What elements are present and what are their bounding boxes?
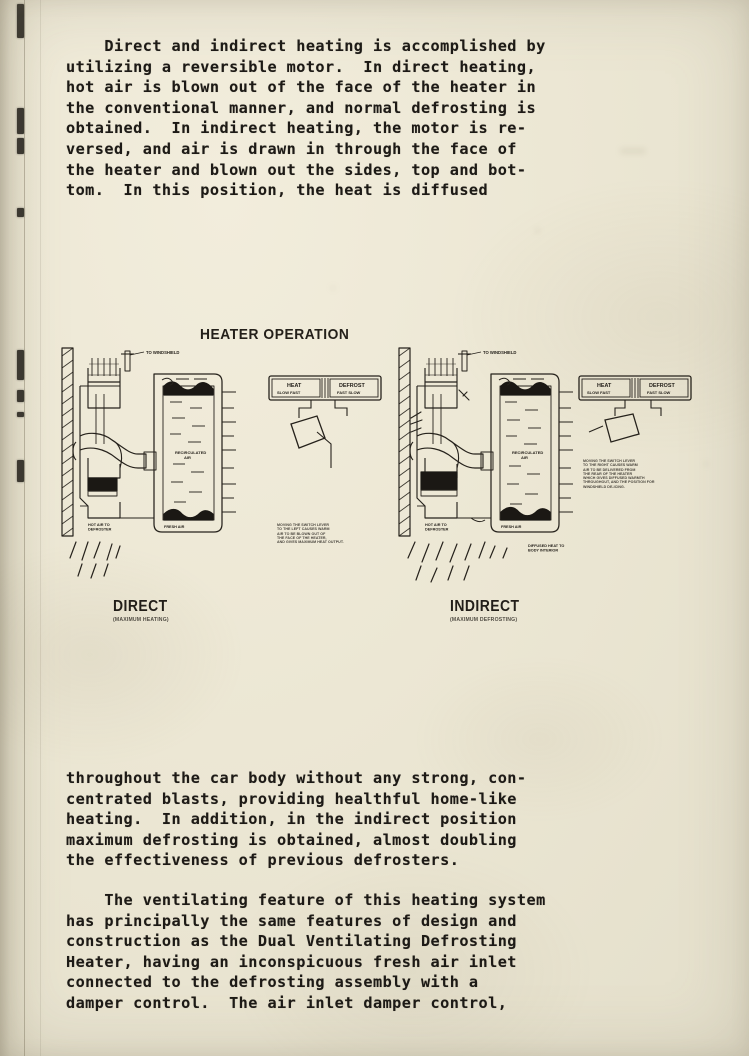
switch-label-defrost: DEFROST	[649, 383, 675, 389]
svg-text:FAST SLOW: FAST SLOW	[337, 390, 361, 395]
switch-note-direct: MOVING THE SWITCH LEVER TO THE LEFT CAUS…	[277, 523, 344, 545]
label-hot-air-to-defroster: HOT AIR TO	[88, 523, 110, 527]
switch-callout-direct: HEAT SLOW FAST DEFROST FAST SLOW	[268, 375, 382, 468]
binding-mark	[17, 4, 24, 38]
svg-text:SLOW FAST: SLOW FAST	[277, 390, 301, 395]
svg-text:DEFROSTER: DEFROSTER	[88, 528, 112, 532]
svg-text:AIR: AIR	[521, 455, 528, 460]
scan-speckle	[331, 286, 335, 290]
figure-title: HEATER OPERATION	[200, 326, 350, 343]
diagram-direct-heating: TO WINDSHIELD	[61, 347, 236, 579]
paragraph-bottom: The ventilating feature of this heating …	[66, 891, 546, 1012]
binding-edge-line-secondary	[40, 0, 41, 1056]
caption-indirect-title: INDIRECT	[450, 598, 520, 615]
label-recirculated-air: RECIRCULATED	[512, 450, 543, 455]
binding-edge-line	[24, 0, 25, 1056]
caption-indirect: INDIRECT (MAXIMUM DEFROSTING)	[450, 598, 527, 623]
binding-edge-shadow	[0, 0, 46, 1056]
caption-direct-title: DIRECT	[113, 598, 168, 615]
caption-direct-subtitle: (MAXIMUM HEATING)	[113, 617, 169, 623]
binding-mark	[17, 412, 24, 417]
binding-mark	[17, 390, 24, 402]
binding-mark	[17, 108, 24, 134]
label-to-windshield: TO WINDSHIELD	[483, 350, 516, 355]
switch-note-indirect: MOVING THE SWITCH LEVER TO THE RIGHT CAU…	[583, 459, 655, 489]
label-recirculated-air: RECIRCULATED	[175, 450, 206, 455]
switch-label-defrost: DEFROST	[339, 383, 365, 389]
label-to-windshield: TO WINDSHIELD	[146, 350, 179, 355]
switch-label-heat: HEAT	[597, 383, 612, 389]
caption-indirect-subtitle: (MAXIMUM DEFROSTING)	[450, 617, 518, 623]
scan-speckle	[620, 148, 646, 154]
paragraph-top: Direct and indirect heating is accomplis…	[66, 37, 546, 200]
binding-mark	[17, 138, 24, 154]
svg-text:AIR: AIR	[184, 455, 191, 460]
binding-mark	[17, 350, 24, 380]
svg-text:BODY INTERIOR: BODY INTERIOR	[528, 549, 558, 553]
binding-mark	[17, 208, 24, 217]
scan-speckle	[535, 228, 540, 233]
paragraph-middle: throughout the car body without any stro…	[66, 769, 527, 870]
caption-direct: DIRECT (MAXIMUM HEATING)	[113, 598, 174, 623]
switch-label-heat: HEAT	[287, 383, 302, 389]
binding-mark	[17, 460, 24, 482]
svg-text:FAST SLOW: FAST SLOW	[647, 390, 671, 395]
label-diffused-heat: DIFFUSED HEAT TO	[528, 544, 564, 548]
svg-text:DEFROSTER: DEFROSTER	[425, 528, 449, 532]
diagram-indirect-heating: TO WINDSHIELD RECIRCULATED AIR	[398, 347, 573, 583]
svg-text:SLOW FAST: SLOW FAST	[587, 390, 611, 395]
switch-callout-indirect: HEAT SLOW FAST DEFROST FAST SLOW	[578, 375, 692, 443]
label-fresh-air: FRESH AIR	[164, 525, 185, 529]
label-fresh-air: FRESH AIR	[501, 525, 522, 529]
label-hot-air-to-defroster: HOT AIR TO	[425, 523, 447, 527]
